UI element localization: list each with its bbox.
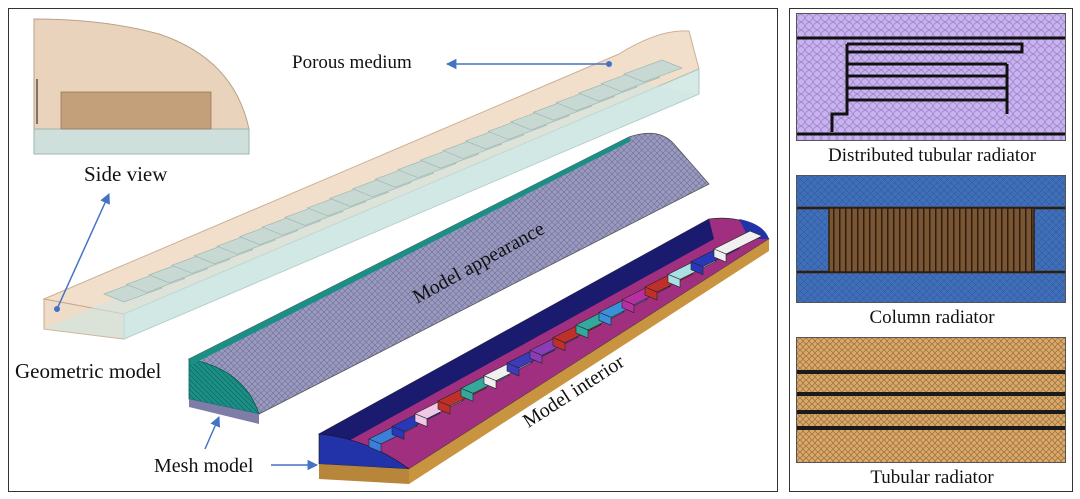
geometric-model [42,30,700,340]
radiator-block [713,230,763,263]
mesh-model-appearance [187,132,710,424]
mesh-model-label: Mesh model [154,455,254,477]
radiator-blocks [368,230,763,453]
main-figure-panel: Porous medium Side view Geometric model … [8,8,778,492]
side-view-label: Side view [84,162,168,186]
porous-medium-blocks [103,59,683,303]
tubular-radiator-label: Tubular radiator [870,467,994,488]
column-radiator-label: Column radiator [869,307,995,328]
column-radiator-mesh [796,175,1066,303]
distributed-tubular-radiator-mesh [796,13,1066,141]
geometric-model-label: Geometric model [15,359,162,383]
distributed-tubular-radiator-image [797,14,1065,140]
tubular-radiator-image [797,338,1065,462]
model-illustration [33,18,770,484]
radiator-panel: Distributed tubular radiator Column radi… [789,8,1073,492]
tubular-radiator-mesh [796,337,1066,463]
callout-arrows [54,58,612,471]
distributed-tubular-radiator-label: Distributed tubular radiator [828,145,1036,166]
side-view-inset [33,18,250,155]
porous-medium-block [623,59,683,83]
column-radiator-image [797,176,1065,302]
porous-medium-label: Porous medium [292,52,412,73]
mesh-model-interior [318,217,770,484]
